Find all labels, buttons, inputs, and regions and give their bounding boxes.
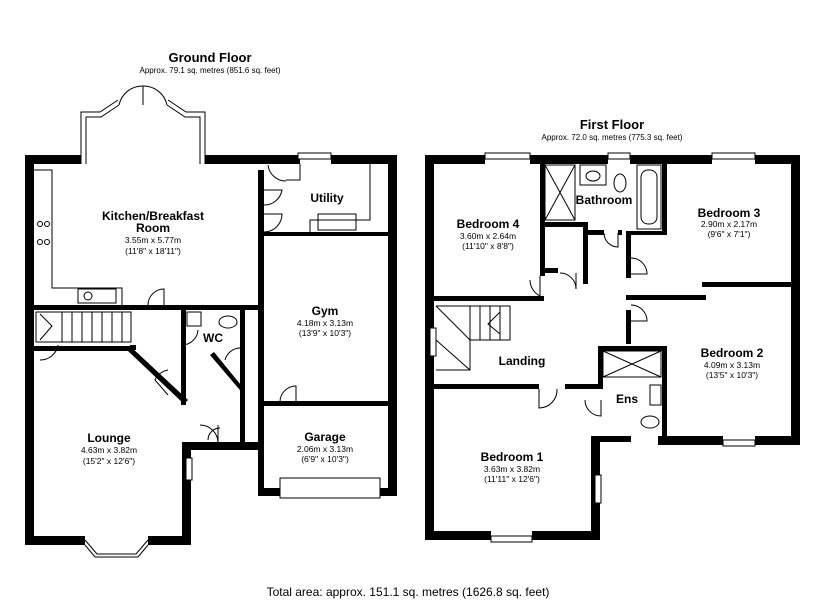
bedroom1-name: Bedroom 1 [481,450,544,464]
kitchen-metric: 3.55m x 5.77m [125,235,181,245]
gym-imperial: (13'9" x 10'3") [299,328,351,338]
bedroom1-metric: 3.63m x 3.82m [484,464,540,474]
lounge-side-window [185,457,193,481]
first-floor-labels: First Floor Approx. 72.0 sq. metres (775… [457,117,764,484]
lounge-imperial: (15'2" x 12'6") [83,456,135,466]
garage-imperial: (6'9" x 10'3") [301,454,349,464]
ground-floor-labels: Ground Floor Approx. 79.1 sq. metres (85… [81,50,353,466]
ground-floor-title: Ground Floor [168,50,251,65]
lounge-bay-window [84,539,149,558]
total-area: Total area: approx. 151.1 sq. metres (16… [267,585,550,599]
garage-door [279,477,381,499]
first-floor-walls [425,155,800,540]
gym-name: Gym [312,304,339,318]
ground-stairs [35,311,132,343]
bedroom4-imperial: (11'10" x 8'8") [462,241,514,251]
lounge-name: Lounge [87,431,131,445]
lounge-metric: 4.63m x 3.82m [81,445,137,455]
kitchen-imperial: (11'8" x 18'11") [125,246,181,256]
first-floor-plan: First Floor Approx. 72.0 sq. metres (775… [425,117,800,543]
bedroom3-metric: 2.90m x 2.17m [701,219,757,229]
first-doors [529,232,648,417]
kitchen-name-line1: Kitchen/Breakfast [102,209,204,223]
gym-metric: 4.18m x 3.13m [297,318,353,328]
bedroom4-metric: 3.60m x 2.64m [460,231,516,241]
first-stairs [435,305,511,371]
ground-doors [39,288,297,444]
ground-floor-area: Approx. 79.1 sq. metres (851.6 sq. feet) [140,66,281,75]
ensuite-fittings [602,350,662,429]
utility-name: Utility [310,191,344,205]
bedroom1-imperial: (11'11" x 12'6") [484,474,540,484]
ground-floor-walls [25,155,397,545]
kitchen-bay-window [80,85,206,164]
garage-name: Garage [304,430,346,444]
wc-fittings [186,311,238,329]
bedroom3-imperial: (9'6" x 7'1") [708,229,751,239]
garage-metric: 2.06m x 3.13m [297,444,353,454]
utility-fittings [263,164,371,233]
kitchen-worktop [34,169,123,305]
utility-window [297,152,332,160]
first-floor-windows [429,152,756,543]
bedroom3-name: Bedroom 3 [698,206,761,220]
kitchen-name-line2: Room [136,221,170,235]
wc-name: WC [203,331,223,345]
ground-floor-plan: Ground Floor Approx. 79.1 sq. metres (85… [25,50,397,558]
bedroom2-imperial: (13'5" x 10'3") [706,370,758,380]
landing-name: Landing [499,354,546,368]
bedroom2-name: Bedroom 2 [701,346,764,360]
bathroom-fittings [544,164,662,230]
bedroom2-metric: 4.09m x 3.13m [704,360,760,370]
bathroom-name: Bathroom [576,193,633,207]
first-floor-title: First Floor [580,117,644,132]
bedroom4-name: Bedroom 4 [457,217,520,231]
ensuite-name: Ens [616,392,638,406]
first-floor-area: Approx. 72.0 sq. metres (775.3 sq. feet) [542,133,683,142]
